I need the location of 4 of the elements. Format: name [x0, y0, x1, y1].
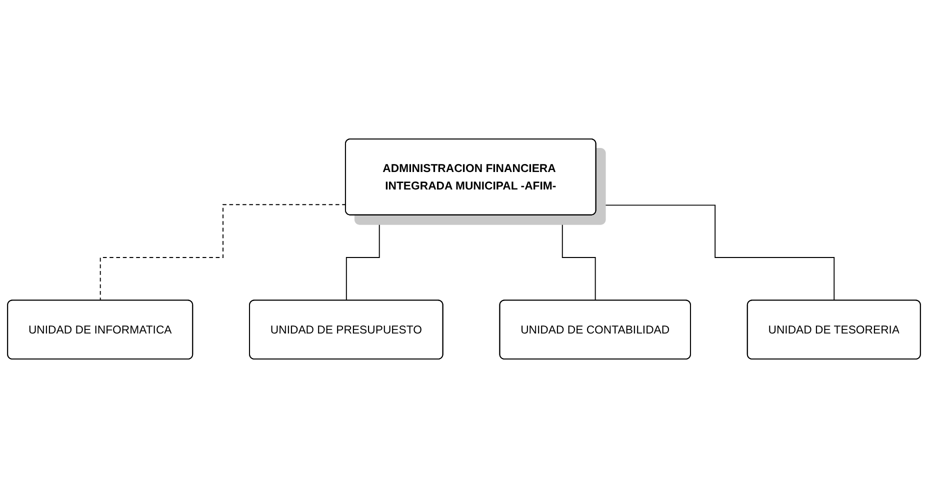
connector — [100, 204, 346, 302]
connector — [346, 214, 414, 302]
connector — [529, 214, 596, 302]
connector — [596, 204, 835, 302]
